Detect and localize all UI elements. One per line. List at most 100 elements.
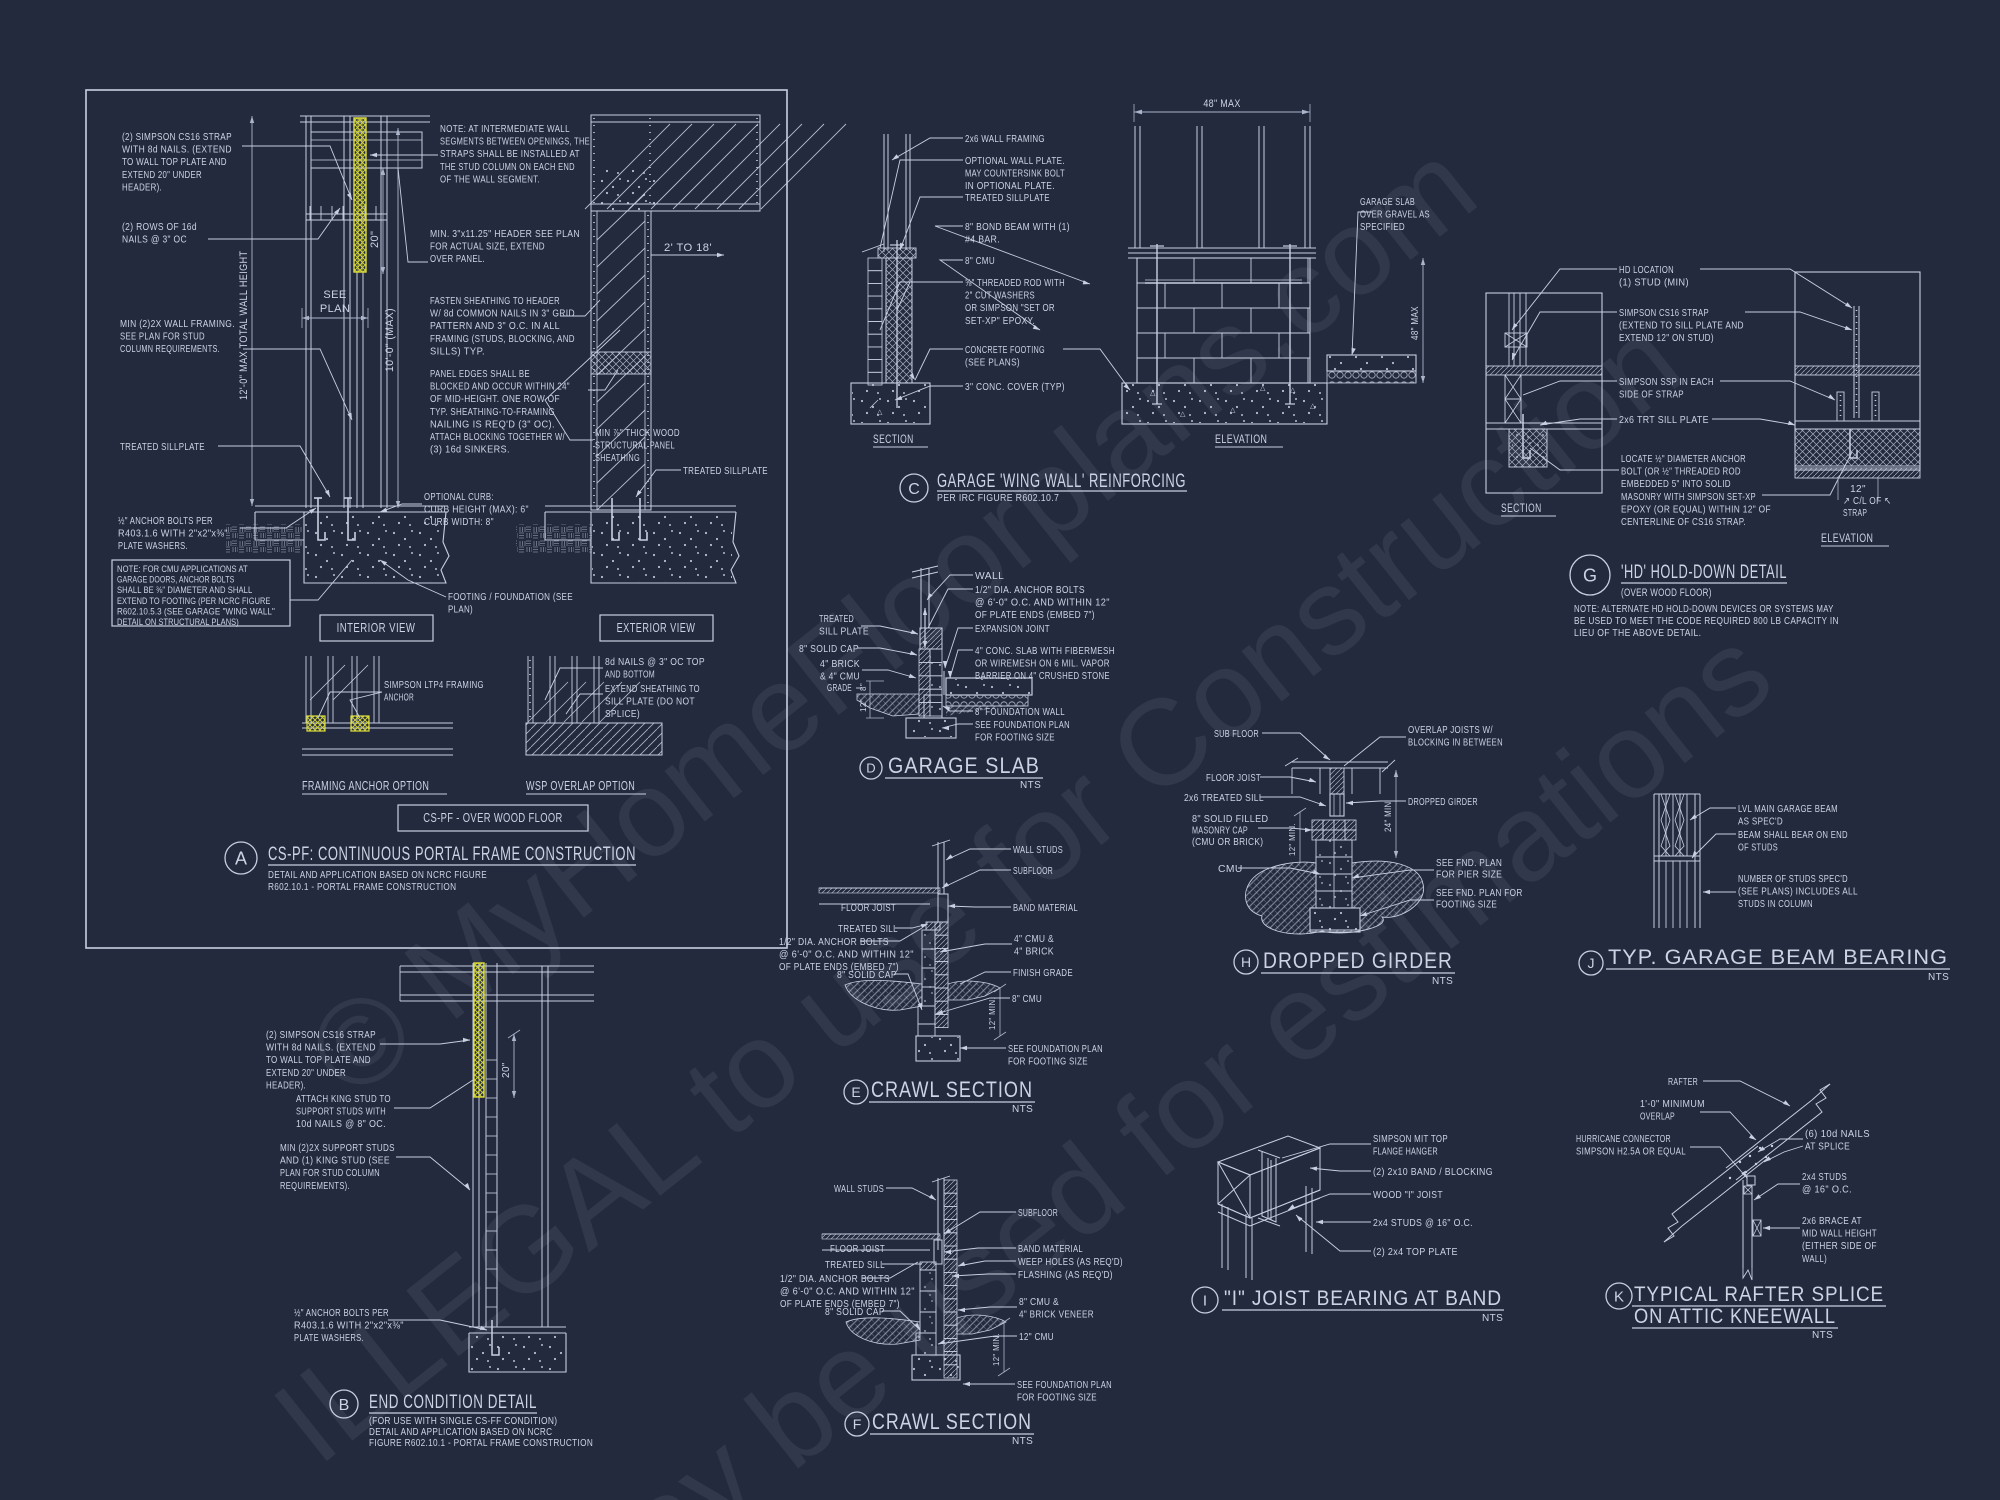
svg-text:OF PLATE ENDS (EMBED 7"): OF PLATE ENDS (EMBED 7") <box>780 1299 900 1310</box>
svg-text:2x4 STUDS: 2x4 STUDS <box>1802 1172 1847 1183</box>
svg-text:△: △ <box>1150 390 1156 397</box>
svg-text:FASTEN SHEATHING TO HEADER: FASTEN SHEATHING TO HEADER <box>430 296 560 307</box>
svg-text:DETAIL ON STRUCTURAL PLANS): DETAIL ON STRUCTURAL PLANS) <box>117 617 239 627</box>
svg-text:OF PLATE ENDS (EMBED 7"): OF PLATE ENDS (EMBED 7") <box>779 962 899 973</box>
svg-text:PATTERN AND 3" O.C. IN ALL: PATTERN AND 3" O.C. IN ALL <box>430 321 560 332</box>
svg-text:TO WALL TOP PLATE AND: TO WALL TOP PLATE AND <box>266 1055 371 1066</box>
svg-text:NOTE: AT INTERMEDIATE WALL: NOTE: AT INTERMEDIATE WALL <box>440 124 570 135</box>
svg-text:½" ANCHOR BOLTS PER: ½" ANCHOR BOLTS PER <box>118 516 213 527</box>
svg-text:I: I <box>1203 1292 1207 1309</box>
svg-text:OVERLAP JOISTS W/: OVERLAP JOISTS W/ <box>1408 725 1493 736</box>
svg-text:E: E <box>851 1084 860 1100</box>
svg-text:EMBEDDED 5" INTO SOLID: EMBEDDED 5" INTO SOLID <box>1621 479 1731 490</box>
svg-text:EXTERIOR VIEW: EXTERIOR VIEW <box>617 621 696 635</box>
svg-text:K: K <box>1614 1288 1624 1305</box>
svg-text:1/2" DIA. ANCHOR BOLTS: 1/2" DIA. ANCHOR BOLTS <box>779 937 889 948</box>
svg-text:2x6 TRT SILL PLATE: 2x6 TRT SILL PLATE <box>1619 415 1709 426</box>
svg-text:MASONRY CAP: MASONRY CAP <box>1192 825 1248 837</box>
svg-text:END CONDITION DETAIL: END CONDITION DETAIL <box>369 1392 537 1413</box>
svg-text:12": 12" <box>1850 484 1866 495</box>
svg-text:SIMPSON H2.5A OR EQUAL: SIMPSON H2.5A OR EQUAL <box>1576 1147 1686 1158</box>
svg-text:TO WALL TOP PLATE AND: TO WALL TOP PLATE AND <box>122 157 227 168</box>
svg-text:NAILS @ 3" OC: NAILS @ 3" OC <box>122 235 187 246</box>
svg-text:SEE FOUNDATION PLAN: SEE FOUNDATION PLAN <box>975 720 1070 731</box>
svg-text:MID WALL HEIGHT: MID WALL HEIGHT <box>1802 1229 1877 1240</box>
svg-text:SUBFLOOR: SUBFLOOR <box>1013 866 1053 877</box>
svg-text:(6) 10d NAILS: (6) 10d NAILS <box>1805 1129 1870 1140</box>
svg-text:½" ANCHOR BOLTS PER: ½" ANCHOR BOLTS PER <box>294 1308 389 1319</box>
svg-text:MIN ⅞" THICK WOOD: MIN ⅞" THICK WOOD <box>595 428 680 439</box>
svg-text:DETAIL AND APPLICATION BASED O: DETAIL AND APPLICATION BASED ON NCRC <box>369 1426 552 1438</box>
svg-text:2" CUT WASHERS: 2" CUT WASHERS <box>965 291 1035 302</box>
svg-text:J: J <box>1588 955 1595 971</box>
svg-text:D: D <box>866 761 875 776</box>
svg-text:WALL: WALL <box>975 571 1004 582</box>
svg-text:(SEE PLANS): (SEE PLANS) <box>965 358 1020 369</box>
svg-text:8": 8" <box>859 683 868 691</box>
svg-text:SUB FLOOR: SUB FLOOR <box>1214 729 1259 740</box>
svg-text:SEE FND. PLAN: SEE FND. PLAN <box>1436 857 1502 869</box>
svg-text:8" BOND BEAM WITH (1): 8" BOND BEAM WITH (1) <box>965 222 1070 233</box>
svg-text:△: △ <box>1180 411 1186 418</box>
svg-text:PER IRC FIGURE R602.10.7: PER IRC FIGURE R602.10.7 <box>937 492 1059 504</box>
svg-text:TYPICAL RAFTER SPLICE: TYPICAL RAFTER SPLICE <box>1634 1283 1884 1306</box>
svg-text:(OVER WOOD FLOOR): (OVER WOOD FLOOR) <box>1621 587 1712 599</box>
svg-text:12" MIN.: 12" MIN. <box>987 997 997 1030</box>
svg-text:PLATE WASHERS.: PLATE WASHERS. <box>118 541 188 552</box>
svg-text:FOR PIER SIZE: FOR PIER SIZE <box>1436 869 1502 881</box>
svg-text:FLASHING (AS REQ'D): FLASHING (AS REQ'D) <box>1018 1270 1113 1281</box>
svg-text:FLOOR JOIST: FLOOR JOIST <box>830 1244 885 1255</box>
svg-text:1'-0" MINIMUM: 1'-0" MINIMUM <box>1640 1099 1705 1110</box>
svg-text:PANEL EDGES SHALL BE: PANEL EDGES SHALL BE <box>430 369 530 380</box>
svg-text:MASONRY WITH SIMPSON SET-XP: MASONRY WITH SIMPSON SET-XP <box>1621 492 1756 503</box>
svg-text:CONCRETE FOOTING: CONCRETE FOOTING <box>965 345 1045 356</box>
svg-text:@ 16" O.C.: @ 16" O.C. <box>1802 1185 1852 1196</box>
svg-text:SUPPORT STUDS WITH: SUPPORT STUDS WITH <box>296 1107 386 1118</box>
svg-text:FIGURE R602.10.1 - PORTAL FRAM: FIGURE R602.10.1 - PORTAL FRAME CONSTRUC… <box>369 1437 593 1449</box>
svg-text:20": 20" <box>369 231 381 248</box>
svg-text:SEE FND. PLAN FOR: SEE FND. PLAN FOR <box>1436 887 1523 899</box>
svg-text:FOR FOOTING SIZE: FOR FOOTING SIZE <box>1008 1057 1088 1068</box>
svg-text:8" SOLID FILLED: 8" SOLID FILLED <box>1192 813 1268 825</box>
svg-text:REQUIREMENTS).: REQUIREMENTS). <box>280 1181 350 1192</box>
svg-text:NUMBER OF STUDS SPEC'D: NUMBER OF STUDS SPEC'D <box>1738 874 1848 885</box>
svg-text:4" CONC. SLAB WITH FIBERMESH: 4" CONC. SLAB WITH FIBERMESH <box>975 646 1115 657</box>
svg-text:NAILING IS REQ'D (3" OC).: NAILING IS REQ'D (3" OC). <box>430 419 555 430</box>
svg-text:SIDE OF STRAP: SIDE OF STRAP <box>1619 390 1684 401</box>
svg-text:FOR FOOTING SIZE: FOR FOOTING SIZE <box>1017 1393 1097 1404</box>
svg-text:GARAGE DOORS, ANCHOR BOLTS: GARAGE DOORS, ANCHOR BOLTS <box>117 575 234 585</box>
svg-text:NTS: NTS <box>1928 972 1949 983</box>
svg-text:ELEVATION: ELEVATION <box>1215 432 1267 446</box>
svg-text:WALL STUDS: WALL STUDS <box>1013 845 1063 856</box>
svg-text:TREATED SILLPLATE: TREATED SILLPLATE <box>683 466 768 477</box>
svg-text:BE USED TO MEET THE CODE REQUI: BE USED TO MEET THE CODE REQUIRED 800 LB… <box>1574 615 1839 627</box>
svg-text:SHALL BE ⅜" DIAMETER AND SHALL: SHALL BE ⅜" DIAMETER AND SHALL <box>117 585 252 595</box>
svg-text:1/2" DIA. ANCHOR BOLTS: 1/2" DIA. ANCHOR BOLTS <box>975 585 1085 596</box>
svg-text:WITH 8d NAILS. (EXTEND: WITH 8d NAILS. (EXTEND <box>122 145 232 156</box>
svg-text:8" CMU &: 8" CMU & <box>1019 1297 1059 1308</box>
svg-text:BAND MATERIAL: BAND MATERIAL <box>1018 1244 1083 1255</box>
svg-text:↗ C/L OF ↖: ↗ C/L OF ↖ <box>1843 496 1892 507</box>
svg-text:(EITHER SIDE OF: (EITHER SIDE OF <box>1802 1241 1877 1252</box>
svg-text:ANCHOR: ANCHOR <box>384 693 414 704</box>
svg-text:A: A <box>235 848 247 868</box>
svg-text:STRUCTURAL PANEL: STRUCTURAL PANEL <box>595 441 675 452</box>
svg-text:NTS: NTS <box>1020 780 1041 791</box>
svg-text:NTS: NTS <box>1482 1313 1503 1324</box>
svg-text:LOCATE ½" DIAMETER ANCHOR: LOCATE ½" DIAMETER ANCHOR <box>1621 454 1746 465</box>
svg-text:2' TO 18': 2' TO 18' <box>664 242 712 254</box>
svg-text:SILLS) TYP.: SILLS) TYP. <box>430 346 485 357</box>
svg-text:INTERIOR VIEW: INTERIOR VIEW <box>337 621 416 635</box>
svg-text:NTS: NTS <box>1012 1104 1033 1115</box>
svg-text:SET-XP" EPOXY.: SET-XP" EPOXY. <box>965 316 1035 327</box>
svg-text:THE STUD COLUMN ON EACH END: THE STUD COLUMN ON EACH END <box>440 162 575 173</box>
svg-text:TYP. GARAGE BEAM BEARING: TYP. GARAGE BEAM BEARING <box>1608 946 1948 969</box>
svg-text:2x6 WALL FRAMING: 2x6 WALL FRAMING <box>965 134 1045 145</box>
svg-text:W/ 8d COMMON NAILS IN 3" GRID: W/ 8d COMMON NAILS IN 3" GRID <box>430 309 575 320</box>
svg-text:8" FOUNDATION WALL: 8" FOUNDATION WALL <box>975 707 1065 718</box>
svg-text:EPOXY (OR EQUAL) WITHIN 12" OF: EPOXY (OR EQUAL) WITHIN 12" OF <box>1621 504 1771 515</box>
svg-text:WITH 8d NAILS. (EXTEND: WITH 8d NAILS. (EXTEND <box>266 1043 376 1054</box>
svg-text:CRAWL SECTION: CRAWL SECTION <box>872 1409 1032 1434</box>
svg-text:@ 6'-0" O.C. AND WITHIN 12": @ 6'-0" O.C. AND WITHIN 12" <box>780 1287 915 1298</box>
svg-text:1/2" DIA. ANCHOR BOLTS: 1/2" DIA. ANCHOR BOLTS <box>780 1274 890 1285</box>
